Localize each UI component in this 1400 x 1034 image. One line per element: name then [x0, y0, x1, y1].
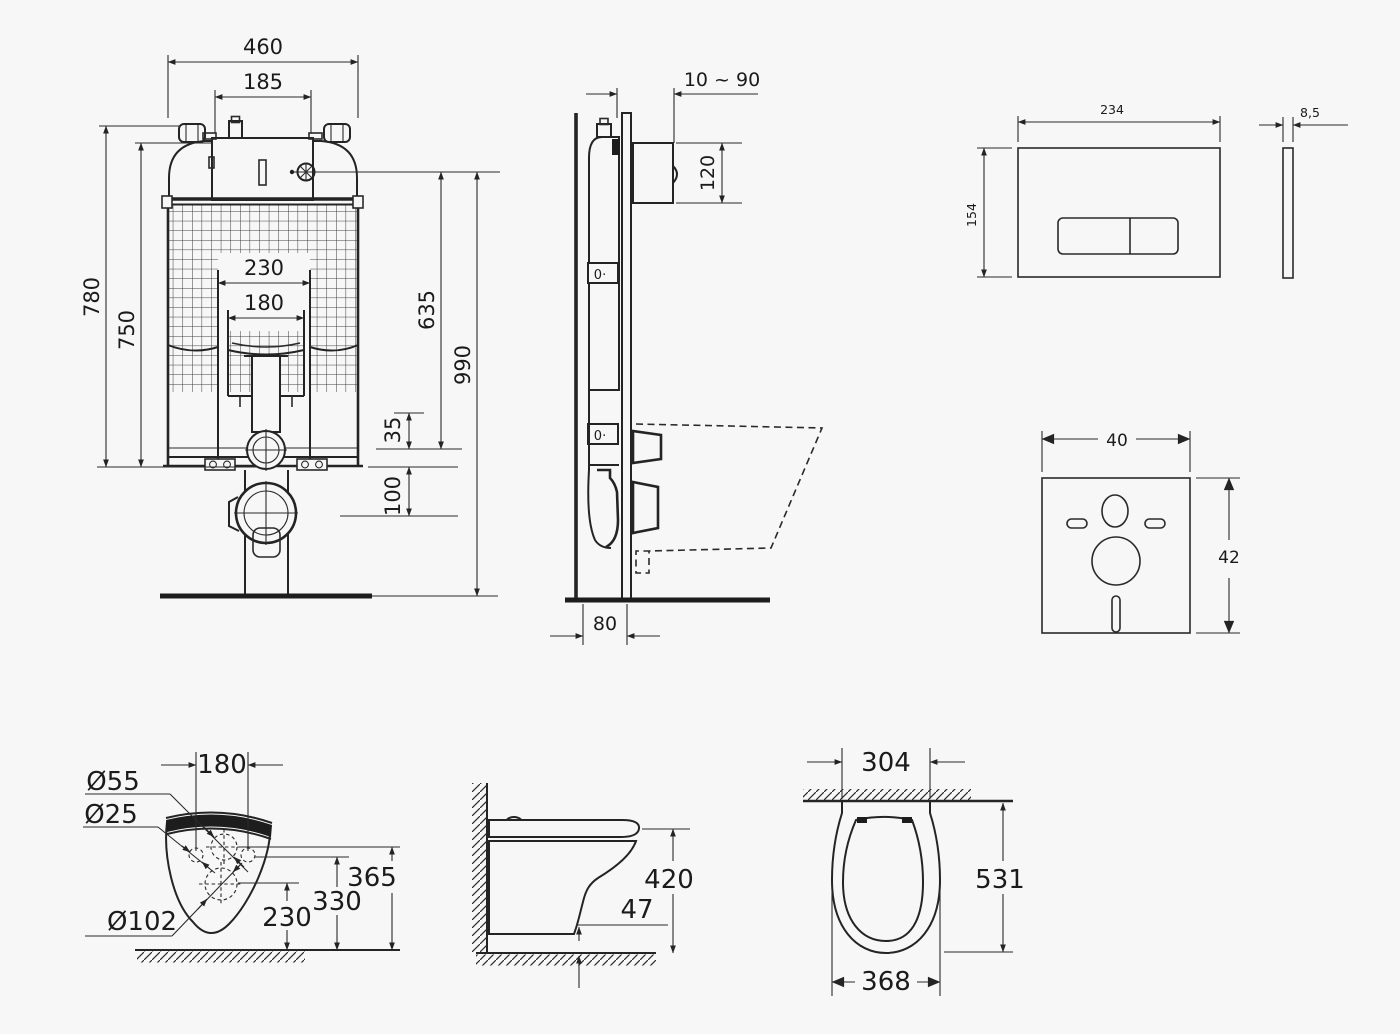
bowl-side-dimensions: 420 47	[576, 828, 694, 988]
cistern-side-view: 0· 0· 10 ~ 90 120	[550, 69, 824, 645]
dim-clearance: 47	[620, 895, 653, 925]
mat-body	[1041, 477, 1191, 634]
dim-tank-width: 185	[243, 70, 283, 94]
dim-outlet-drop: 100	[381, 476, 405, 516]
bowl-top-body	[830, 801, 942, 955]
floor-hatch	[476, 954, 656, 966]
dim-height-outlet: 230	[262, 903, 312, 933]
dim-mat-height: 42	[1218, 548, 1240, 568]
plate-profile	[1282, 147, 1294, 279]
wall-sleeve	[632, 142, 678, 204]
frame-feet	[204, 458, 328, 471]
plate-body	[1017, 147, 1221, 278]
dim-offset: 35	[381, 417, 405, 444]
dim-width: 368	[861, 967, 911, 997]
dim-sleeve-height: 120	[697, 155, 719, 191]
flush-plate-view: 234 154	[964, 102, 1221, 278]
bowl-rear-view: Ø55 Ø25 Ø102 180	[83, 750, 400, 963]
dim-plate-height: 154	[964, 203, 979, 227]
wall-hatch	[472, 783, 487, 953]
dim-depth: 531	[975, 865, 1025, 895]
module-label: 0·	[594, 268, 606, 283]
bowl-top-dimensions: 304 531 368	[807, 748, 1025, 997]
bowl-side-view: 420 47	[472, 783, 694, 988]
mounting-brackets	[631, 429, 663, 535]
dim-plate-width: 234	[1100, 102, 1124, 117]
outlet-pipe	[160, 470, 498, 599]
flush-bend-side	[587, 390, 620, 549]
mat-dimensions: 40 42	[1041, 431, 1240, 634]
dim-height-mid: 330	[312, 887, 362, 917]
flush-plate-profile-view: 8,5	[1259, 105, 1348, 279]
bowl-side-body	[488, 816, 641, 935]
dim-outlet: Ø102	[107, 907, 177, 937]
dim-valve-height: 635	[415, 290, 439, 330]
side-dimensions: 10 ~ 90 120 80	[550, 69, 760, 645]
bowl-top-view: 304 531 368	[803, 748, 1025, 997]
dim-total-height: 990	[451, 345, 475, 385]
bowl-outline-dashed	[635, 423, 824, 574]
dim-frame-depth: 80	[593, 613, 617, 635]
dim-finish-range: 10 ~ 90	[684, 69, 760, 91]
module-box-upper: 0·	[587, 262, 619, 284]
dim-frame-height: 780	[80, 277, 104, 317]
dim-height-top: 365	[347, 863, 397, 893]
dim-frame-width: 460	[243, 35, 283, 59]
front-dimensions: 460 185 780 750 230 180 635 990	[80, 35, 500, 597]
inspection-slot	[258, 159, 267, 186]
dim-hole-top: Ø55	[86, 767, 140, 797]
bowl-rear-body	[165, 811, 273, 934]
module-label: 0·	[594, 429, 606, 444]
dim-bend-width: 230	[244, 256, 284, 280]
wall-hatch	[803, 789, 971, 801]
frame-rail	[621, 112, 632, 601]
dim-seat-height: 420	[644, 865, 694, 895]
bowl-rear-dimensions: 180 365 330 230	[135, 750, 400, 963]
bowl-rear-holes	[188, 829, 256, 906]
dim-tank-height: 750	[115, 310, 139, 350]
dim-plate-thickness: 8,5	[1300, 105, 1320, 120]
dim-bolt-spacing: 180	[197, 750, 247, 780]
dim-hole-mid: Ø25	[84, 800, 138, 830]
flush-buttons	[1057, 217, 1179, 255]
dim-mat-width: 40	[1106, 431, 1128, 451]
flush-bend	[167, 270, 359, 471]
dim-pipe-width: 180	[244, 291, 284, 315]
profile-dimensions: 8,5	[1259, 105, 1348, 142]
cistern-front-view: 460 185 780 750 230 180 635 990	[80, 35, 500, 599]
dim-wall-width: 304	[861, 748, 911, 778]
mat-cutouts	[1066, 494, 1166, 633]
ground-hatch	[137, 951, 305, 963]
module-box-lower: 0·	[587, 423, 619, 445]
plate-dimensions: 234 154	[964, 102, 1221, 278]
sound-mat-view: 40 42	[1041, 431, 1240, 634]
bowl-rear-leaders: Ø55 Ø25 Ø102	[83, 767, 249, 937]
tank-side	[588, 117, 620, 391]
frame-mesh	[168, 205, 358, 392]
cistern-tank	[161, 115, 364, 209]
